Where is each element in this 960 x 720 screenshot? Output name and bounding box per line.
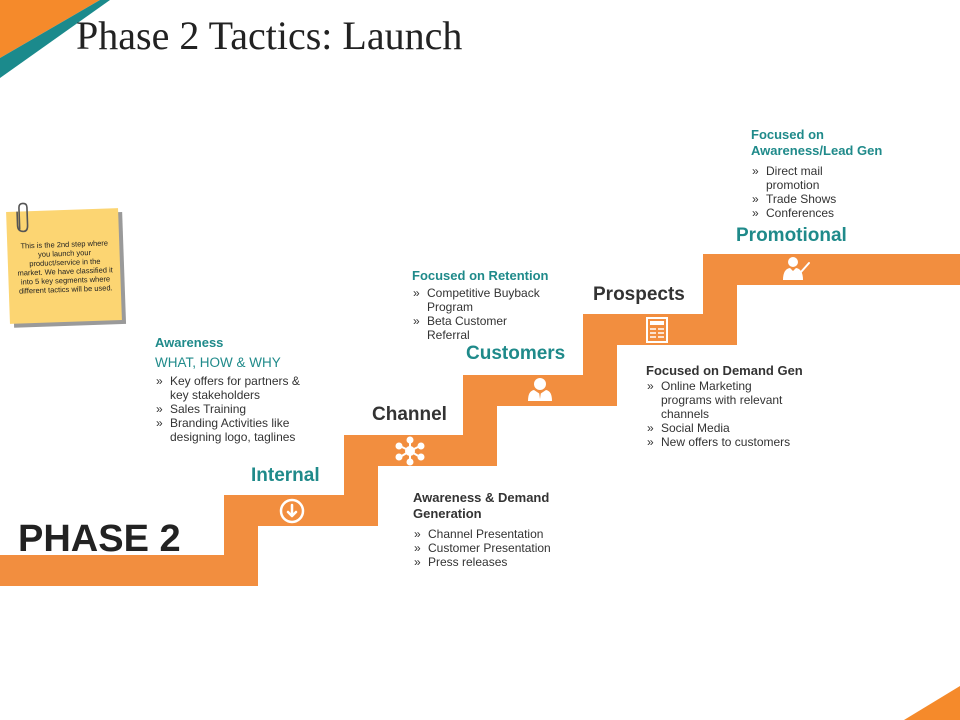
stair-step-customers <box>463 314 617 406</box>
list-item: Customer Presentation <box>413 541 573 555</box>
presenter-icon <box>783 257 810 280</box>
stage-label-promotional: Promotional <box>736 225 847 246</box>
network-hub-icon <box>395 436 425 466</box>
promotional-heading: Focused on Awareness/Lead Gen <box>751 127 883 158</box>
prospects-heading: Focused on Demand Gen <box>646 363 803 378</box>
page-title: Phase 2 Tactics: Launch <box>76 13 463 58</box>
list-item: Trade Shows <box>751 192 911 206</box>
sticky-note-text: This is the 2nd step where you launch yo… <box>17 238 113 296</box>
stage-label-customers: Customers <box>466 343 566 364</box>
list-item: New offers to customers <box>646 435 816 449</box>
corner-decoration-top-left <box>0 0 110 78</box>
stage-label-internal: Internal <box>251 465 320 486</box>
user-icon <box>528 378 552 401</box>
promotional-details: Focused on Awareness/Lead Gen Direct mai… <box>751 127 911 220</box>
phase-label: PHASE 2 <box>18 518 181 560</box>
list-item: Branding Activities like designing logo,… <box>155 416 320 444</box>
list-item: Competitive Buyback Program <box>412 286 547 314</box>
list-item: Online Marketing programs with relevant … <box>646 379 796 421</box>
list-item: Conferences <box>751 206 911 220</box>
customers-heading: Focused on Retention <box>412 268 549 283</box>
list-item: Beta Customer Referral <box>412 314 527 342</box>
list-item: Press releases <box>413 555 573 569</box>
paperclip-icon <box>16 202 29 233</box>
internal-subheading: WHAT, HOW & WHY <box>155 355 281 370</box>
list-item: Direct mail promotion <box>751 164 841 192</box>
newspaper-icon <box>646 317 668 343</box>
channel-heading: Awareness & Demand Generation <box>413 490 550 521</box>
list-item: Sales Training <box>155 402 320 416</box>
corner-decoration-bottom-right <box>904 686 960 720</box>
stair-step-internal <box>224 435 378 526</box>
customers-details: Focused on Retention Competitive Buyback… <box>412 268 572 342</box>
internal-details: Awareness WHAT, HOW & WHY Key offers for… <box>155 335 320 444</box>
channel-details: Awareness & Demand Generation Channel Pr… <box>413 490 573 569</box>
stair-step-promotional <box>703 254 960 285</box>
list-item: Social Media <box>646 421 816 435</box>
stage-label-prospects: Prospects <box>593 284 685 305</box>
stair-step-channel <box>344 375 497 466</box>
internal-heading: Awareness <box>155 335 224 350</box>
sticky-note: This is the 2nd step where you launch yo… <box>6 202 122 324</box>
list-item: Key offers for partners & key stakeholde… <box>155 374 320 402</box>
stage-label-channel: Channel <box>372 404 447 425</box>
prospects-details: Focused on Demand Gen Online Marketing p… <box>646 363 816 449</box>
stair-step-prospects <box>583 254 737 345</box>
list-item: Channel Presentation <box>413 527 573 541</box>
download-circle-icon <box>279 498 305 524</box>
